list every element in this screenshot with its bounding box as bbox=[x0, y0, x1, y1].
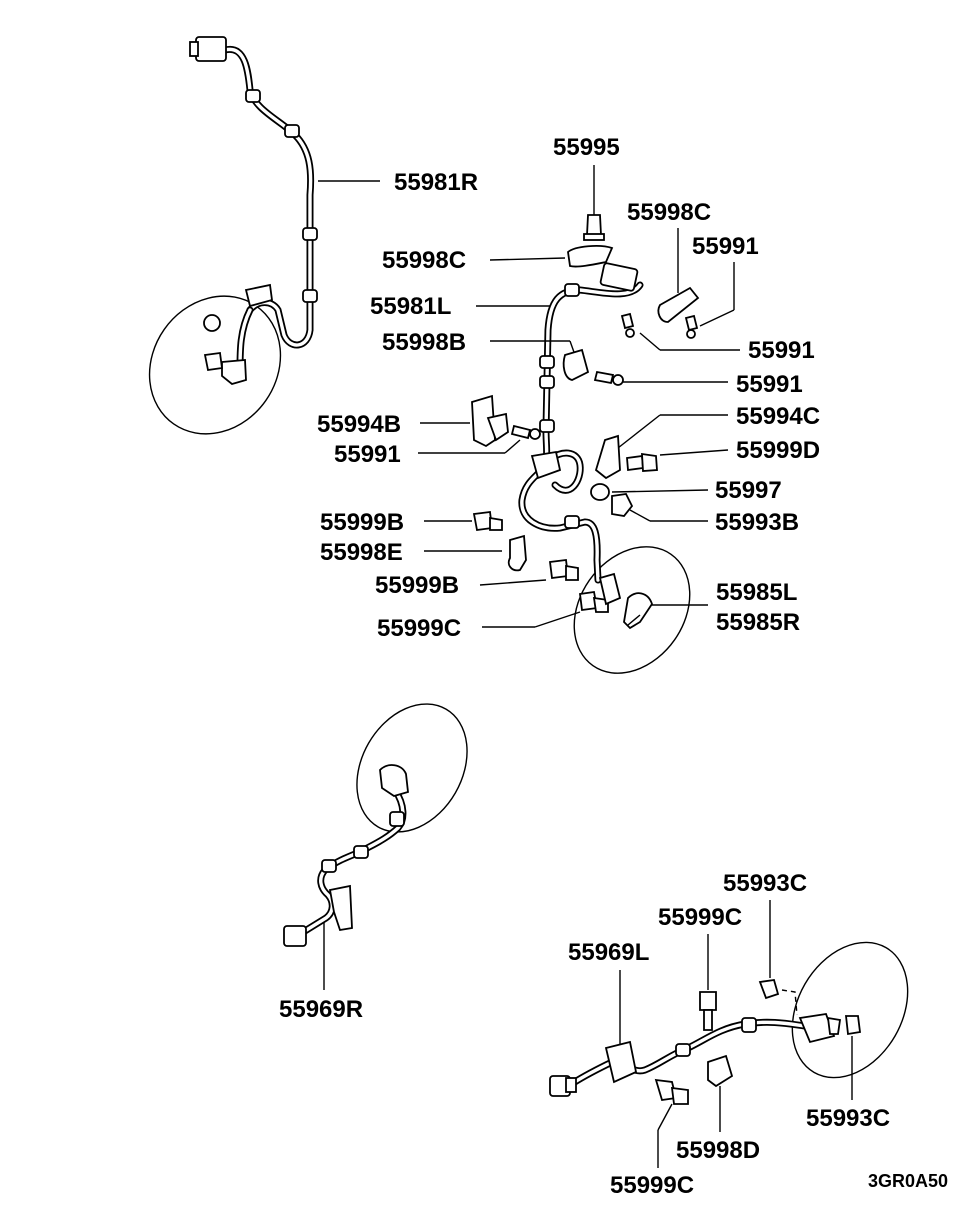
nut-55993C-b bbox=[844, 1015, 862, 1036]
label-55999C-a: 55999C bbox=[377, 615, 461, 642]
label-55999B-a: 55999B bbox=[320, 509, 404, 536]
label-55993C-a: 55993C bbox=[723, 870, 807, 897]
leader-55999B-b bbox=[479, 579, 547, 586]
sensor-harness-55969R: 55969R bbox=[279, 703, 468, 1023]
label-55991-c: 55991 bbox=[736, 371, 803, 398]
bracket-55994B bbox=[471, 394, 496, 448]
label-55999D: 55999D bbox=[736, 437, 820, 464]
diagram-code: 3GR0A50 bbox=[868, 1171, 948, 1191]
label-55969R: 55969R bbox=[279, 996, 363, 1023]
label-55991-a: 55991 bbox=[692, 233, 759, 260]
screw-55991-a bbox=[684, 314, 699, 332]
connector-55969R bbox=[283, 925, 307, 947]
connector-55981L bbox=[599, 262, 639, 292]
label-55994C: 55994C bbox=[736, 403, 820, 430]
leader-55999C-c bbox=[657, 1103, 673, 1131]
label-55981L: 55981L bbox=[370, 293, 451, 320]
label-55998C-b: 55998C bbox=[627, 199, 711, 226]
sensor-harness-55981R: 55981R bbox=[148, 36, 478, 435]
detail-ellipse-left-front bbox=[573, 546, 691, 674]
label-55997: 55997 bbox=[715, 477, 782, 504]
sensor-head-55969L bbox=[798, 1012, 836, 1044]
label-55998C-a: 55998C bbox=[382, 247, 466, 274]
label-55969L: 55969L bbox=[568, 939, 649, 966]
leader-55999D bbox=[659, 449, 729, 456]
leader-55998C-a bbox=[489, 257, 566, 261]
clamp-55998C-a bbox=[567, 245, 614, 268]
leader-55997 bbox=[611, 489, 709, 493]
label-55999C-b: 55999C bbox=[658, 904, 742, 931]
nut-55993C-a bbox=[758, 978, 780, 1000]
connector-55981R bbox=[195, 36, 227, 62]
bracket-55981R bbox=[244, 283, 273, 308]
bracket-55994C bbox=[594, 434, 621, 480]
screw-55991-c bbox=[593, 370, 615, 385]
label-55999C-c: 55999C bbox=[610, 1172, 694, 1199]
label-55998D: 55998D bbox=[676, 1137, 760, 1164]
detail-ellipse-left-rear bbox=[791, 941, 909, 1079]
washer-55997 bbox=[590, 483, 610, 501]
assembly-dashline bbox=[781, 989, 798, 1016]
bracket-55969R bbox=[328, 884, 353, 932]
label-55999B-b: 55999B bbox=[375, 572, 459, 599]
label-55985R: 55985R bbox=[716, 609, 800, 636]
label-55994B: 55994B bbox=[317, 411, 401, 438]
sensor-head-55981R bbox=[221, 359, 247, 385]
label-55993C-b: 55993C bbox=[806, 1105, 890, 1132]
label-55985L: 55985L bbox=[716, 579, 797, 606]
clip-55998D bbox=[707, 1054, 734, 1088]
label-55991-d: 55991 bbox=[334, 441, 401, 468]
clip-55998E bbox=[507, 534, 527, 572]
label-55998B: 55998B bbox=[382, 329, 466, 356]
detail-ellipse-right-rear bbox=[356, 703, 468, 833]
clip-55998B bbox=[562, 348, 590, 381]
sensor-55985L-body bbox=[598, 572, 622, 606]
label-55998E: 55998E bbox=[320, 539, 403, 566]
bolt-55999D bbox=[626, 454, 644, 472]
screw-55991-b bbox=[620, 312, 635, 330]
label-55995: 55995 bbox=[553, 134, 620, 161]
sensor-55985R bbox=[623, 592, 653, 630]
label-55991-b: 55991 bbox=[748, 337, 815, 364]
label-55993B: 55993B bbox=[715, 509, 799, 536]
screw-55991-d bbox=[510, 424, 532, 440]
bracket-55969L bbox=[604, 1040, 638, 1084]
sensor-harness-55969L: 55993C 55999C 55969L 55993C 55998D 55999… bbox=[549, 870, 909, 1199]
nut-55993B bbox=[611, 493, 634, 517]
sensor-harness-55981L: 55995 55998C 55998C 55991 55991 55981L bbox=[317, 134, 820, 674]
bolt-55995 bbox=[586, 214, 602, 236]
clamp-55998C-b bbox=[657, 286, 700, 323]
bolt-55999C-b bbox=[699, 991, 717, 1011]
label-55981R: 55981R bbox=[394, 169, 478, 196]
sensor-head-55969R bbox=[379, 764, 409, 797]
